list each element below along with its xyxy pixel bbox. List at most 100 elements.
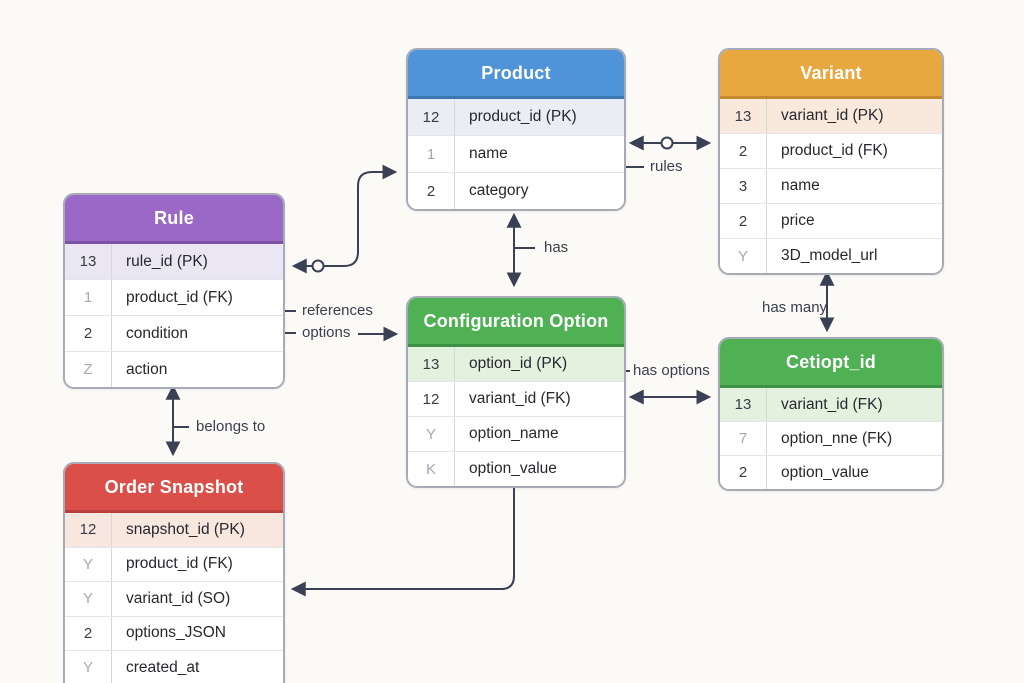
field-label: variant_id (PK) (781, 107, 884, 124)
field-label: option_value (469, 460, 557, 477)
relationship-label-options: options (302, 324, 351, 341)
field-type-icon: 12 (408, 99, 455, 135)
field-label: product_id (PK) (469, 108, 577, 125)
field-type-icon: 2 (65, 316, 112, 351)
field-label: created_at (126, 658, 200, 676)
table-row[interactable]: 2 options_JSON (65, 615, 283, 650)
field-label: variant_id (SO) (126, 589, 231, 607)
entity-table-configuration-option[interactable]: Configuration Option 13 option_id (PK) 12 v… (406, 296, 626, 488)
relationship-label-references: references (302, 302, 373, 319)
table-row[interactable]: 12 variant_id (FK) (408, 381, 624, 416)
field-label: product_id (FK) (781, 142, 888, 159)
field-type-icon: 12 (65, 513, 112, 547)
field-label: option_value (781, 463, 869, 481)
field-label: name (781, 177, 820, 194)
field-label: snapshot_id (PK) (126, 520, 245, 538)
field-type-icon: 13 (65, 244, 112, 279)
relationship-label-has-many: has many (762, 299, 828, 316)
field-label: 3D_model_url (781, 247, 878, 264)
field-type-icon: 13 (720, 99, 767, 133)
field-type-icon: 3 (720, 169, 767, 203)
table-body: 12 product_id (PK) 1 name 2 category (408, 99, 624, 209)
relationship-label-belongs-to: belongs to (196, 418, 266, 435)
table-row[interactable]: 2 price (720, 203, 942, 238)
field-type-icon: 2 (720, 456, 767, 489)
field-type-icon: 1 (65, 280, 112, 315)
field-label: options_JSON (126, 624, 226, 642)
relationship-label-rules: rules (650, 158, 683, 175)
table-row[interactable]: 7 option_nne (FK) (720, 421, 942, 455)
table-header: Product (408, 50, 624, 99)
field-label: option_nne (FK) (781, 429, 893, 447)
field-label: product_id (FK) (126, 555, 233, 573)
entity-table-cetiopt-id[interactable]: Cetiopt_id 13 variant_id (FK) 7 option_nne … (718, 337, 944, 491)
table-row[interactable]: 12 product_id (PK) (408, 99, 624, 135)
table-header: Rule (65, 195, 283, 244)
table-row[interactable]: 13 variant_id (FK) (720, 388, 942, 421)
field-type-icon: 7 (720, 422, 767, 455)
field-label: action (126, 360, 168, 378)
field-type-icon: Z (65, 352, 112, 387)
field-type-icon: 2 (720, 134, 767, 168)
table-title: Rule (154, 207, 194, 228)
field-type-icon: Y (408, 417, 455, 451)
table-title: Order Snapshot (104, 476, 244, 497)
field-type-icon: 13 (408, 347, 455, 381)
table-row[interactable]: 2 option_value (720, 455, 942, 489)
table-row[interactable]: 1 product_id (FK) (65, 279, 283, 315)
table-body: 13 variant_id (FK) 7 option_nne (FK) 2 option… (720, 388, 942, 489)
field-label: name (469, 145, 508, 162)
table-row[interactable]: 13 variant_id (PK) (720, 99, 942, 133)
field-label: price (781, 212, 815, 229)
table-row[interactable]: 13 option_id (PK) (408, 347, 624, 381)
field-label: product_id (FK) (126, 288, 233, 306)
field-label: option_id (PK) (469, 355, 568, 372)
field-label: category (469, 182, 529, 199)
table-header: Configuration Option (408, 298, 624, 347)
field-label: variant_id (FK) (781, 395, 883, 413)
table-title: Configuration Option (423, 310, 609, 331)
field-type-icon: 12 (408, 382, 455, 416)
table-row[interactable]: 2 category (408, 172, 624, 209)
table-row[interactable]: 12 snapshot_id (PK) (65, 513, 283, 547)
field-type-icon: 2 (720, 204, 767, 238)
field-type-icon: 2 (408, 173, 455, 209)
field-label: variant_id (FK) (469, 390, 571, 407)
entity-table-variant[interactable]: Variant 13 variant_id (PK) 2 product_id (FK… (718, 48, 944, 275)
relationship-label-has: has (544, 239, 569, 256)
field-type-icon: 13 (720, 388, 767, 421)
table-title: Cetiopt_id (786, 351, 876, 372)
table-title: Product (481, 62, 551, 83)
field-label: rule_id (PK) (126, 252, 208, 270)
table-title: Variant (800, 62, 862, 83)
relationship-label-has-options: has options (633, 362, 710, 379)
field-type-icon: Y (65, 651, 112, 683)
table-row[interactable]: 13 rule_id (PK) (65, 244, 283, 279)
field-type-icon: 1 (408, 136, 455, 172)
field-type-icon: 2 (65, 616, 112, 650)
table-header: Variant (720, 50, 942, 99)
table-header: Cetiopt_id (720, 339, 942, 388)
field-type-icon: Y (65, 582, 112, 616)
table-row[interactable]: 2 product_id (FK) (720, 133, 942, 168)
entity-table-product[interactable]: Product 12 product_id (PK) 1 name 2 category (406, 48, 626, 211)
table-header: Order Snapshot (65, 464, 283, 513)
table-row[interactable]: 3 name (720, 168, 942, 203)
table-row[interactable]: 1 name (408, 135, 624, 172)
field-label: option_name (469, 425, 559, 442)
